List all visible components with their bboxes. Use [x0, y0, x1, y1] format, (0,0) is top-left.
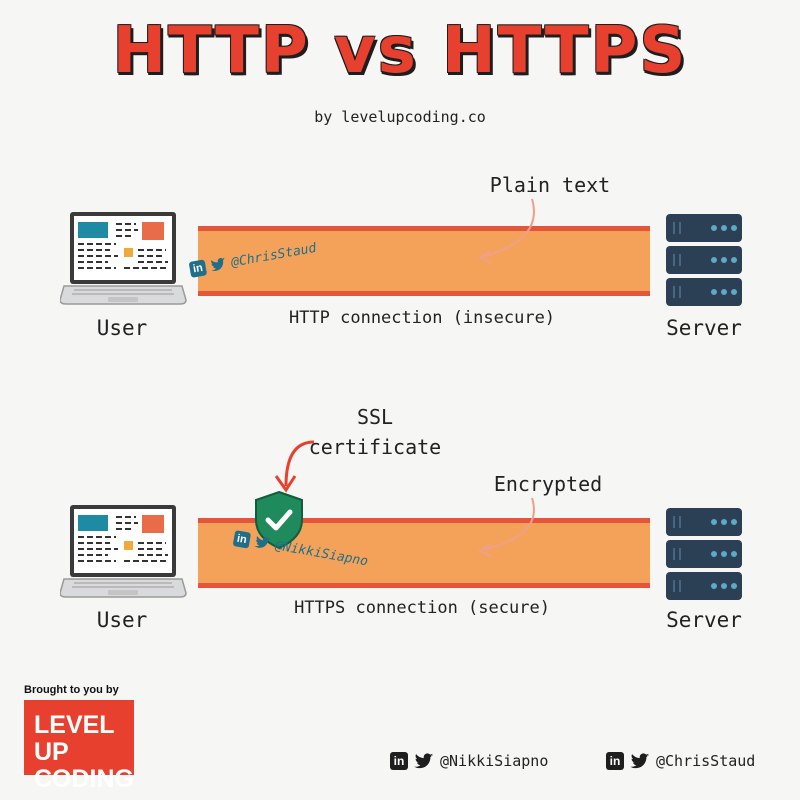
- http-server-label: Server: [666, 316, 742, 340]
- http-connection-pipe: [198, 226, 650, 296]
- logo-line1: LEVEL UP: [34, 711, 115, 766]
- laptop-icon: [60, 212, 187, 305]
- logo-line2: CODING: [34, 765, 134, 793]
- curved-arrow-icon: [274, 440, 315, 493]
- https-user-label: User: [96, 608, 148, 632]
- http-user-label: User: [96, 316, 148, 340]
- ssl-certificate-note: SSL certificate: [300, 402, 450, 462]
- twitter-icon: [211, 257, 225, 271]
- social-handle-chris[interactable]: in @ChrisStaud: [606, 752, 755, 770]
- encrypted-note: Encrypted: [493, 472, 603, 496]
- level-up-coding-logo: LEVEL UP CODING: [24, 700, 134, 793]
- page-title: HTTP vs HTTPS: [112, 14, 688, 88]
- twitter-icon: [414, 752, 434, 768]
- server-icon: [666, 214, 742, 306]
- linkedin-icon: in: [188, 259, 208, 278]
- https-connection-label: HTTPS connection (secure): [294, 598, 550, 618]
- https-server-label: Server: [666, 608, 742, 632]
- linkedin-icon: in: [232, 530, 252, 549]
- social-handle-nikki[interactable]: in @NikkiSiapno: [390, 752, 548, 770]
- http-watermark-handle: in @ChrisStaud: [188, 240, 318, 278]
- twitter-icon: [253, 536, 271, 548]
- laptop-icon: [60, 505, 187, 598]
- social-handle-text: @ChrisStaud: [656, 752, 756, 770]
- twitter-icon: [630, 752, 650, 768]
- shield-icon: [255, 490, 303, 550]
- plain-text-note: Plain text: [489, 173, 611, 197]
- curved-arrow-icon: [477, 198, 535, 264]
- social-handle-text: @NikkiSiapno: [440, 752, 549, 770]
- curved-arrow-icon: [477, 497, 535, 557]
- https-watermark-handle: in @NikkiSiapno: [232, 530, 370, 569]
- server-icon: [666, 508, 742, 600]
- brought-to-you-by: Brought to you by: [24, 684, 119, 696]
- byline: by levelupcoding.co: [314, 108, 486, 126]
- linkedin-icon: in: [390, 752, 408, 770]
- ssl-note-line2: certificate: [308, 435, 442, 459]
- http-connection-label: HTTP connection (insecure): [288, 308, 556, 328]
- ssl-note-line1: SSL: [356, 405, 394, 429]
- linkedin-icon: in: [606, 752, 624, 770]
